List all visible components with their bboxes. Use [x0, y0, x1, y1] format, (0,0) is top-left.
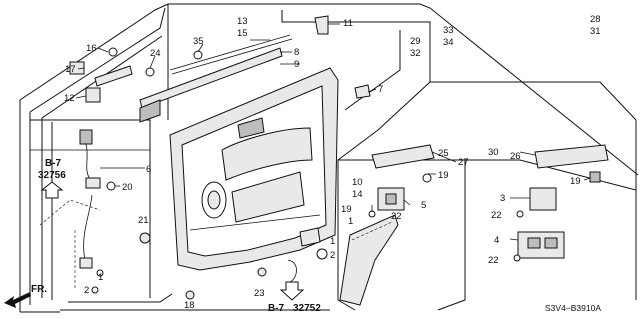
callout-12: 12 — [64, 93, 75, 104]
callout-4: 4 — [494, 235, 499, 246]
callout-22a: 22 — [391, 211, 402, 222]
lower-trim-piece — [339, 214, 399, 306]
callout-14: 14 — [352, 189, 363, 200]
ref-bottom-number: 32752 — [293, 303, 321, 314]
callout-19c: 19 — [570, 176, 581, 187]
ref-left-code: B-7 — [45, 158, 62, 169]
bracket-parts — [69, 15, 371, 103]
leader-lines — [75, 23, 591, 241]
callout-20: 20 — [122, 182, 133, 193]
callout-27: 27 — [458, 157, 469, 168]
callout-1a: 1 — [98, 272, 103, 283]
ref-left: B-7 32756 — [38, 158, 66, 199]
callout-7: 7 — [378, 84, 383, 95]
callout-10: 10 — [352, 177, 363, 188]
callout-13: 13 — [237, 16, 248, 27]
clip-parts — [139, 232, 297, 300]
callout-26: 26 — [510, 151, 521, 162]
callout-16: 16 — [86, 43, 97, 54]
callout-1c: 1 — [348, 216, 353, 227]
diagram-code: S3V4−B3910A — [545, 303, 601, 313]
callout-9: 9 — [294, 59, 299, 70]
callout-22b: 22 — [491, 210, 502, 221]
callout-18: 18 — [184, 300, 195, 311]
callout-6: 6 — [146, 164, 151, 175]
callout-23: 23 — [254, 288, 265, 299]
switch-parts — [299, 144, 609, 262]
direction-label: FR. — [31, 284, 47, 295]
callout-35: 35 — [193, 36, 204, 47]
callout-22c: 22 — [488, 255, 499, 266]
ref-bottom-code: B-7 — [268, 303, 285, 314]
callout-15: 15 — [237, 28, 248, 39]
callout-3: 3 — [500, 193, 505, 204]
callout-34: 34 — [443, 37, 454, 48]
callout-25: 25 — [438, 148, 449, 159]
callout-31: 31 — [590, 26, 601, 37]
harness-box — [30, 119, 151, 298]
callout-2a: 2 — [84, 285, 89, 296]
callout-17: 17 — [65, 64, 76, 75]
callout-19b: 19 — [438, 170, 449, 181]
door-trim-panel — [169, 67, 339, 271]
ref-bottom: B-7 32752 — [268, 281, 321, 314]
ref-left-arrow — [40, 181, 64, 199]
callout-30: 30 — [488, 147, 499, 158]
callout-33: 33 — [443, 25, 454, 36]
callout-19a: 19 — [341, 204, 352, 215]
upper-molding — [139, 34, 293, 123]
callout-29: 29 — [410, 36, 421, 47]
callouts: 16 17 12 24 35 13 15 8 9 11 29 32 33 34 … — [64, 14, 601, 311]
callout-11: 11 — [343, 18, 353, 29]
ref-bottom-arrow — [279, 281, 305, 301]
front-direction-arrow: FR. — [4, 284, 47, 308]
callout-21: 21 — [138, 215, 149, 226]
callout-24: 24 — [150, 48, 161, 59]
wire-harness — [79, 129, 116, 294]
callout-28: 28 — [590, 14, 601, 25]
callout-5: 5 — [421, 200, 426, 211]
callout-2b: 2 — [330, 250, 335, 261]
ref-left-number: 32756 — [38, 170, 66, 181]
callout-8: 8 — [294, 47, 299, 58]
callout-1b: 1 — [330, 236, 335, 247]
callout-32: 32 — [410, 48, 421, 59]
